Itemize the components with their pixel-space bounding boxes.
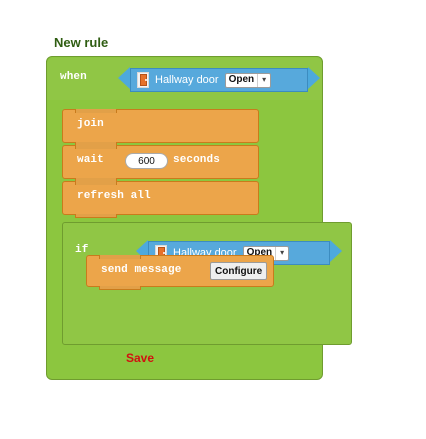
wait-seconds-input[interactable]: 600	[125, 153, 168, 169]
configure-button[interactable]: Configure	[210, 262, 268, 280]
door-icon	[137, 72, 149, 88]
block-notch-bottom	[75, 214, 117, 218]
trigger-right-arrow-icon	[308, 67, 320, 89]
block-notch	[99, 255, 141, 259]
trigger-state-select[interactable]: Open ▾	[224, 72, 272, 88]
when-label: when	[60, 71, 87, 83]
page-title: New rule	[54, 35, 109, 50]
condition-state-value: Open	[246, 247, 273, 258]
trigger-state-value: Open	[228, 74, 255, 85]
action-join[interactable]: join	[62, 109, 259, 146]
action-refresh-all[interactable]: refresh all	[62, 181, 259, 218]
action-join-label: join	[77, 118, 104, 130]
action-wait-suffix: seconds	[173, 154, 220, 166]
if-label: if	[75, 244, 89, 256]
action-wait[interactable]: wait 600 seconds	[62, 145, 259, 182]
trigger-device-chip: Hallway door Open ▾	[130, 68, 308, 92]
save-button[interactable]: Save	[126, 351, 155, 365]
block-notch	[75, 109, 117, 113]
chevron-down-icon: ▾	[275, 246, 288, 260]
condition-right-arrow-icon	[330, 240, 342, 262]
send-message-label: send message	[101, 264, 182, 276]
action-wait-label: wait	[77, 154, 104, 166]
block-notch-bottom	[99, 286, 141, 290]
chevron-down-icon: ▾	[257, 73, 270, 87]
action-refresh-all-label: refresh all	[77, 190, 151, 202]
trigger-left-arrow-icon	[118, 67, 130, 89]
action-send-message[interactable]: send message Configure	[86, 255, 274, 290]
trigger-device-name: Hallway door	[155, 74, 219, 86]
block-notch	[75, 145, 117, 149]
block-notch	[75, 181, 117, 185]
